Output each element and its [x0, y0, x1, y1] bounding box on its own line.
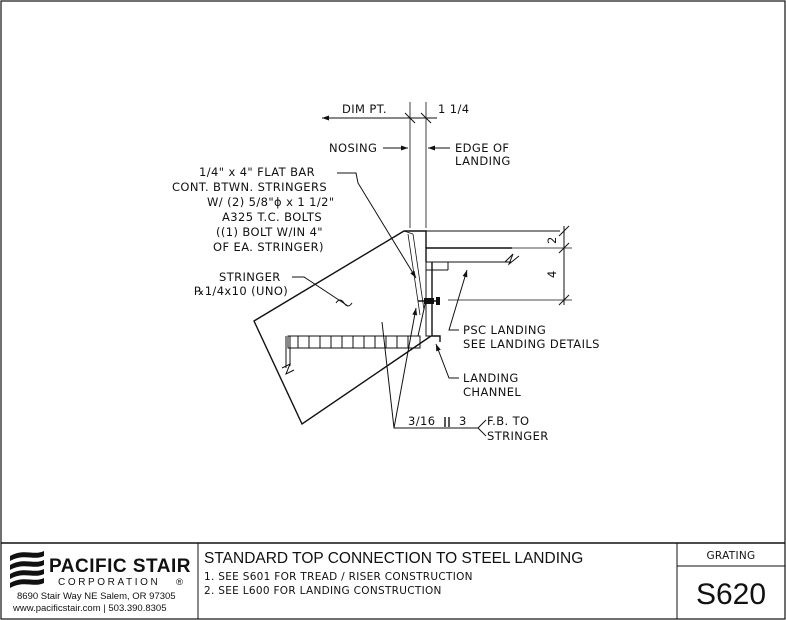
logo-mark-icon [10, 551, 44, 588]
flat-bar-note-2: CONT. BTWN. STRINGERS [172, 180, 327, 194]
stringer-label-2: ℞1/4x10 (UNO) [194, 284, 288, 298]
flat-bar-callout: 1/4" x 4" FLAT BAR CONT. BTWN. STRINGERS… [172, 165, 417, 279]
company-contact: www.pacificstair.com | 503.390.8305 [12, 603, 167, 614]
dim-point-dimension: DIM PT. 1 1/4 [322, 102, 469, 228]
flat-bar-note-1: 1/4" x 4" FLAT BAR [199, 165, 315, 179]
landing-channel-label-1: LANDING [463, 371, 519, 385]
flat-bar-note-5: ((1) BOLT W/IN 4" [216, 225, 323, 239]
weld-callout: 3/16 3 F.B. TO STRINGER [381, 307, 549, 443]
company-sub: CORPORATION [58, 577, 160, 588]
registered-mark: ® [176, 577, 183, 588]
dim-4-label: 4 [545, 270, 559, 278]
weld-length-label: 3 [459, 414, 467, 428]
stringer-callout: STRINGER ℞1/4x10 (UNO) [194, 270, 353, 307]
detail-drawing: DIM PT. 1 1/4 NOSING EDGE OF LANDING 1/4… [172, 102, 600, 443]
flat-bar-note-3: W/ (2) 5/8"ɸ x 1 1/2" [207, 195, 335, 209]
company-name: PACIFIC STAIR [49, 556, 191, 577]
dim-2-label: 2 [545, 236, 559, 244]
stringer-label-1: STRINGER [219, 270, 281, 284]
drawing-title: STANDARD TOP CONNECTION TO STEEL LANDING [204, 550, 583, 567]
note-2: 2. SEE L600 FOR LANDING CONSTRUCTION [204, 585, 442, 597]
nosing-callout: NOSING EDGE OF LANDING [329, 141, 511, 168]
weld-size-label: 3/16 [408, 414, 435, 428]
psc-landing-callout: PSC LANDING SEE LANDING DETAILS [448, 269, 600, 351]
bolt [418, 297, 440, 305]
edge-of-landing-label-2: LANDING [455, 154, 511, 168]
psc-landing-label-1: PSC LANDING [463, 323, 546, 337]
fb-to-label-2: STRINGER [487, 429, 549, 443]
sheet-number: S620 [696, 578, 766, 611]
dim-1-1-4-label: 1 1/4 [438, 102, 469, 116]
note-1: 1. SEE S601 FOR TREAD / RISER CONSTRUCTI… [204, 571, 473, 583]
company-address: 8690 Stair Way NE Salem, OR 97305 [17, 591, 176, 602]
grating-tread [281, 335, 421, 376]
flat-bar-note-6: OF EA. STRINGER) [213, 240, 324, 254]
company-logo: PACIFIC STAIR CORPORATION ® 8690 Stair W… [10, 551, 191, 614]
fb-to-label-1: F.B. TO [487, 414, 530, 428]
title-block: PACIFIC STAIR CORPORATION ® 8690 Stair W… [1, 542, 785, 619]
stringer-outline [253, 230, 432, 426]
category-label: GRATING [707, 550, 756, 562]
psc-landing-label-2: SEE LANDING DETAILS [463, 337, 600, 351]
flat-bar-note-4: A325 T.C. BOLTS [222, 210, 322, 224]
nosing-label: NOSING [329, 141, 377, 155]
landing-channel-callout: LANDING CHANNEL [435, 343, 521, 399]
grating-bars [297, 336, 409, 348]
edge-of-landing-label-1: EDGE OF [455, 141, 509, 155]
vertical-dimension: 2 4 [430, 225, 572, 306]
dim-pt-label: DIM PT. [342, 102, 387, 116]
landing-channel-label-2: CHANNEL [463, 385, 521, 399]
